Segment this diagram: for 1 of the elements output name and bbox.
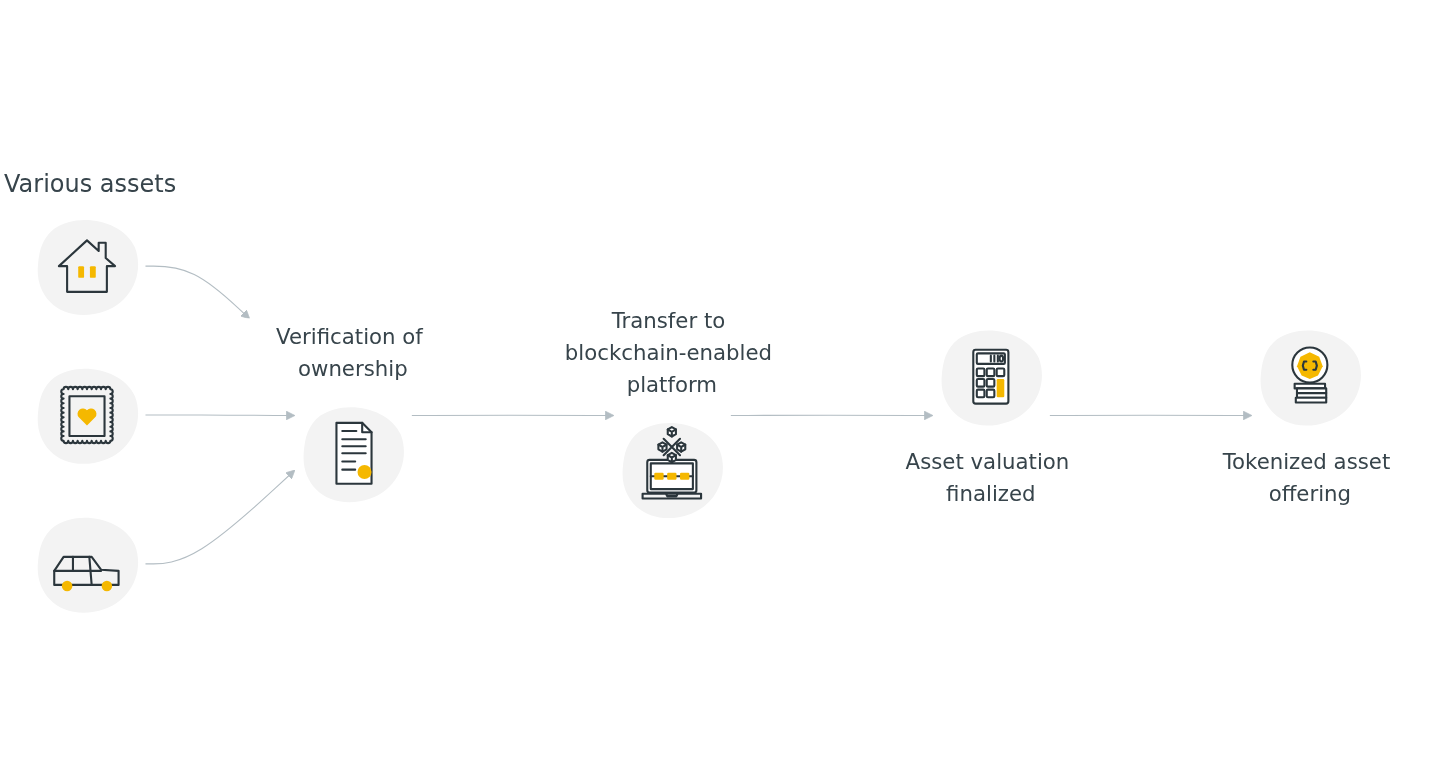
column-heading: Various assets (4, 169, 177, 198)
